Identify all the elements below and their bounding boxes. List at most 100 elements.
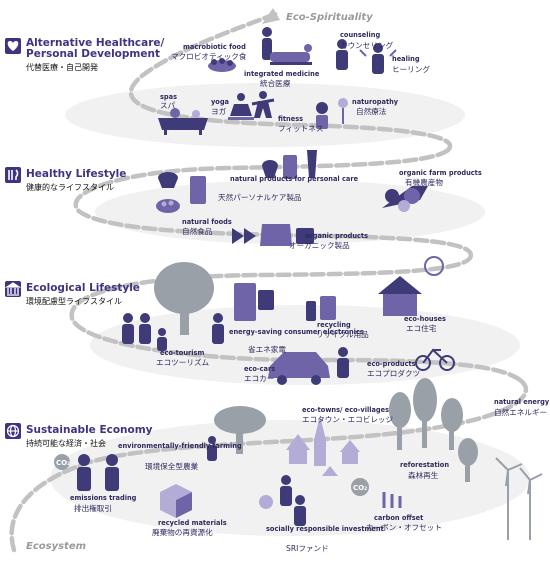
sri-investment-icon [259,475,306,526]
counseling-en: counseling [340,31,380,39]
natural-energy-en: natural energy [494,398,550,406]
energy-saving-jp: 省エネ家電 [248,344,286,354]
natural-foods-icon [156,172,206,213]
eco-products-en: eco-products [367,360,416,368]
organic-products-icon [232,224,314,246]
energy-saving-electronics-icon [212,283,274,344]
spiral-arrow-top [262,8,280,24]
farming-jp: 環境保全型農業 [145,461,199,471]
healing-en: healing [392,55,420,63]
reforestation-trees-icon [389,378,478,482]
co2-badge-left: CO₂ [56,459,70,467]
recycling-en: recycling [317,321,351,329]
sri-jp: SRIファンド [286,544,329,553]
section3-subtitle: 環境配慮型ライフスタイル [26,296,122,306]
organic-farm-products-en: organic farm products [399,169,482,177]
farming-en: environmentally-friendly farming [118,442,242,450]
emissions-trading-en: emissions trading [70,494,137,502]
integrated-medicine-jp: 統合医療 [260,78,291,88]
counseling-jp: カウンセリング [340,40,394,50]
section-ecological-lifestyle: Ecological Lifestyle 環境配慮型ライフスタイル [4,256,455,385]
eco-car-icon [268,347,349,385]
eco-tourism-tree-icon [122,262,214,351]
tier-ellipses [50,83,530,536]
recycled-materials-en: recycled materials [158,519,227,527]
natural-personal-care-icon [262,150,317,179]
organic-products-en: organic products [305,232,368,240]
carbon-offset-jp: カーボン・オフセット [366,523,442,532]
organic-products-jp: オーガニック製品 [289,240,350,250]
section4-title: Sustainable Economy [26,424,153,436]
section1-subtitle: 代替医療・自己開発 [26,62,98,72]
counseling-icon [336,39,348,70]
healing-jp: ヒーリング [392,64,430,74]
section2-title: Healthy Lifestyle [26,168,126,180]
co2-badge-right: CO₂ [353,484,367,492]
natural-personal-care-en: natural products for personal care [230,175,359,183]
eco-cars-jp: エコカー [244,374,274,383]
globe-icon [6,424,20,438]
axis-label-top: Eco-Spirituality [286,12,373,23]
macrobiotic-food-en: macrobiotic food [183,43,246,51]
fork-knife-icon [8,169,19,180]
emissions-trading-icon [54,454,119,491]
recycling-icon [306,296,336,321]
fork-knife-icon-box [5,167,21,183]
yoga-jp: ヨガ [211,106,227,116]
naturopathy-icon [316,98,348,129]
spas-jp: スパ [160,101,176,110]
organic-farm-products-icon [382,186,428,212]
macrobiotic-food-icon [208,58,236,72]
eco-tourism-jp: エコツーリズム [156,357,210,367]
eco-products-bicycle-icon [415,348,455,371]
section2-subtitle: 健康的なライフスタイル [26,182,114,192]
fitness-en: fitness [278,115,303,123]
organic-farm-products-jp: 有機農産物 [405,177,443,187]
fitness-icon [251,91,275,118]
fitness-jp: フィットネス [278,124,323,133]
reforestation-en: reforestation [400,461,449,469]
recycled-materials-jp: 廃棄物の再資源化 [152,527,213,537]
reforestation-jp: 森林再生 [408,470,439,480]
section-healthy-lifestyle: Healthy Lifestyle 健康的なライフスタイル natural pr… [5,150,482,250]
section4-subtitle: 持続可能な経済・社会 [26,438,106,448]
spas-en: spas [160,93,177,101]
section3-title: Ecological Lifestyle [26,282,140,294]
carbon-offset-icon [351,478,402,508]
integrated-medicine-en: integrated medicine [244,70,320,78]
energy-saving-en-line: energy-saving consumer electronics [229,328,364,336]
farming-orchard-icon [207,406,266,461]
macrobiotic-food-jp: マクロビオティック食 [171,51,247,61]
section-sustainable-economy: Sustainable Economy 持続可能な経済・社会 [5,378,550,553]
emissions-trading-jp: 排出権取引 [74,503,112,513]
eco-towns-jp: エコタウン・エコビレッジ [302,415,394,424]
eco-towns-icon [286,416,360,476]
naturopathy-jp: 自然療法 [356,106,387,116]
yoga-icon [228,93,254,120]
spiral-path [9,11,528,553]
section-healthcare: Alternative Healthcare/ Personal Develop… [5,27,430,135]
yoga-en: yoga [211,98,229,106]
axis-label-bottom: Ecosystem [26,541,86,552]
tier3-ellipse [90,305,520,385]
integrated-medicine-icon [262,27,312,65]
eco-tourism-en: eco-tourism [160,349,204,357]
eco-house-icon [378,256,444,316]
natural-foods-en: natural foods [182,218,232,226]
naturopathy-en: naturopathy [352,98,399,106]
natural-foods-jp: 自然食品 [182,226,213,236]
section1-title-line1: Alternative Healthcare/ [26,37,165,49]
healing-icon [359,43,397,74]
spa-icon [158,108,208,135]
recycling-jp: リサイクル用品 [316,330,369,339]
recycled-materials-icon [160,484,192,518]
eco-houses-jp: エコ住宅 [406,323,437,333]
sri-en: socially responsible investment [266,525,384,533]
heart-icon [7,41,19,51]
eco-products-jp: エコプロダクツ [367,368,420,378]
wind-turbine-icon [495,457,543,540]
eco-towns-en: eco-towns/ eco-villages [302,406,389,414]
carbon-offset-en: carbon offset [374,514,423,522]
eco-cars-en: eco-cars [244,365,275,373]
